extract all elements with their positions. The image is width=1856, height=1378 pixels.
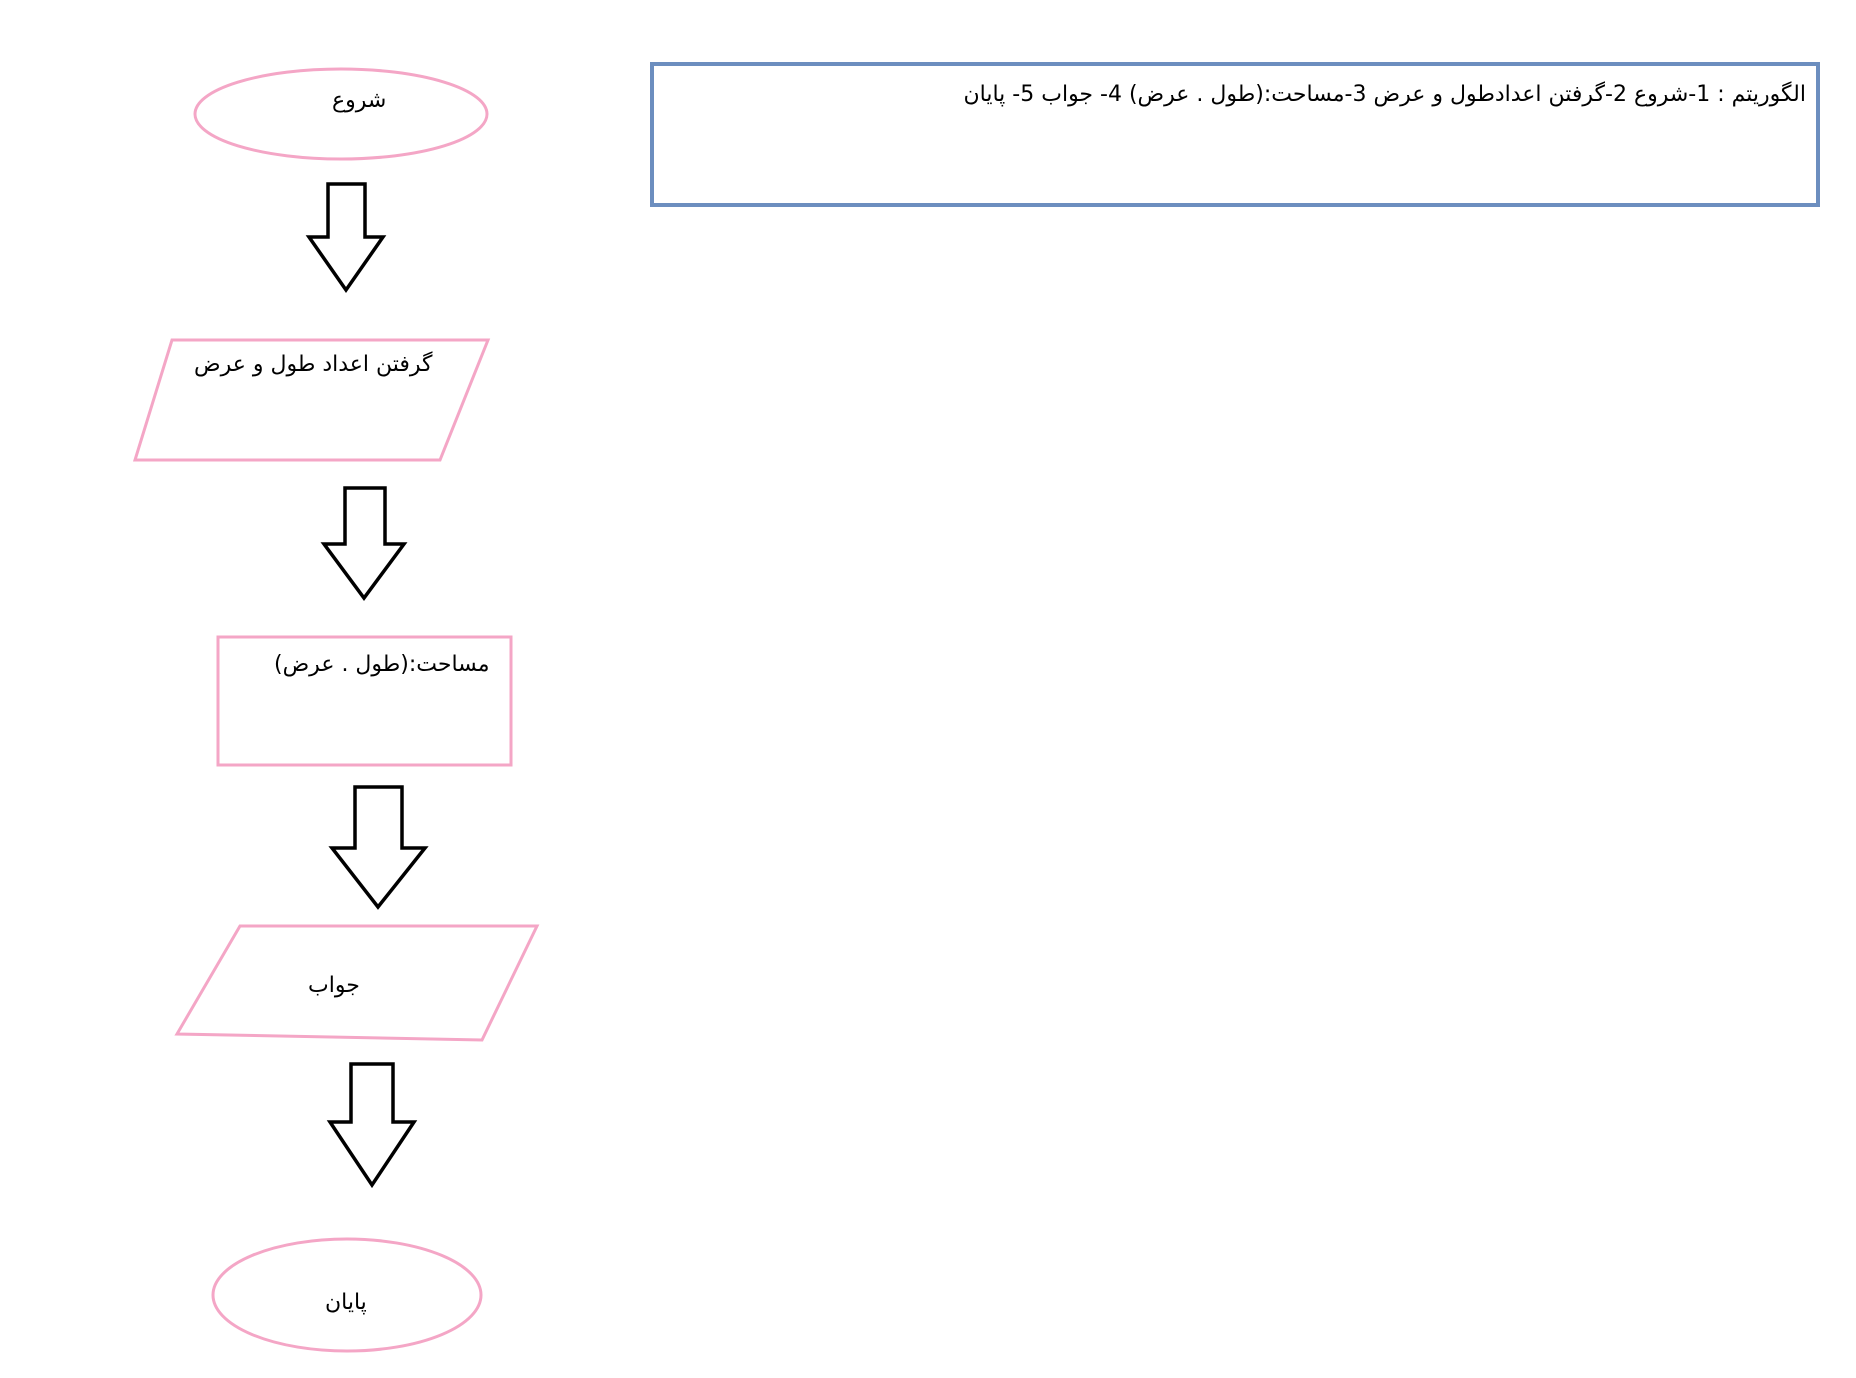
- down-arrow-2: [320, 486, 408, 601]
- down-arrow-1: [305, 182, 387, 294]
- start-terminator: [193, 67, 489, 161]
- output-label: جواب: [308, 973, 360, 998]
- end-terminator: [211, 1237, 483, 1353]
- down-arrow-3: [328, 785, 429, 910]
- algorithm-text: الگوریتم : 1-شروع 2-گرفتن اعدادطول و عرض…: [963, 82, 1807, 107]
- end-label: پایان: [325, 1290, 367, 1315]
- process-rectangle: [216, 635, 513, 767]
- input-parallelogram: [132, 338, 491, 462]
- output-parallelogram: [174, 924, 540, 1042]
- start-label: شروع: [332, 88, 387, 113]
- down-arrow-4: [326, 1062, 418, 1189]
- algorithm-box: الگوریتم : 1-شروع 2-گرفتن اعدادطول و عرض…: [650, 62, 1820, 207]
- input-label: گرفتن اعداد طول و عرض: [194, 352, 433, 377]
- process-label: مساحت:(طول . عرض): [274, 652, 490, 677]
